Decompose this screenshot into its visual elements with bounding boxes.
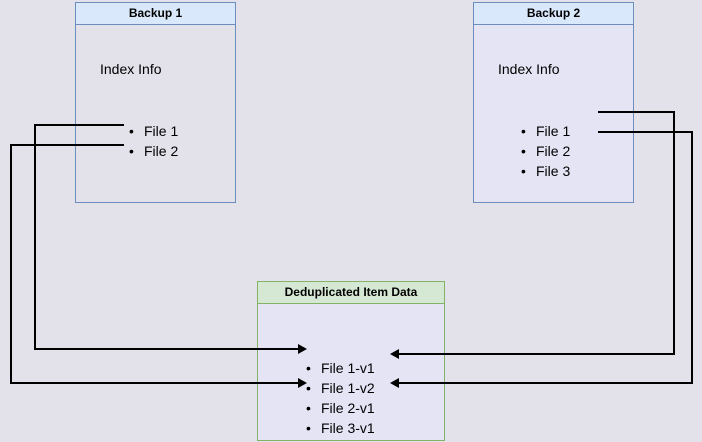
connector-b1f2-arrowhead (298, 378, 307, 388)
connector-b1f1-arrowhead (298, 344, 307, 354)
list-item: File 1 (521, 121, 570, 141)
backup-1-file-list: File 1 File 2 (129, 121, 178, 161)
dedup-file-list: File 1-v1 File 1-v2 File 2-v1 File 3-v1 (306, 358, 375, 438)
list-item: File 3 (521, 161, 570, 181)
connector-b2f2-segment-bottom (399, 382, 693, 384)
connector-b1f2-segment-top (10, 144, 124, 146)
backup-1-body: Index Info File 1 File 2 (76, 25, 235, 202)
connector-b2f2-arrowhead (390, 378, 399, 388)
backup-1-box[interactable]: Backup 1 Index Info File 1 File 2 (75, 2, 236, 203)
list-item: File 1 (129, 121, 178, 141)
deduplicated-item-data-body: File 1-v1 File 1-v2 File 2-v1 File 3-v1 (258, 304, 444, 440)
list-item: File 2 (129, 141, 178, 161)
list-item: File 3-v1 (306, 418, 375, 438)
list-item: File 2 (521, 141, 570, 161)
backup-2-box[interactable]: Backup 2 Index Info File 1 File 2 File 3 (473, 2, 634, 203)
list-item: File 1-v1 (306, 358, 375, 378)
connector-b1f1-segment-bottom (34, 348, 299, 350)
connector-b1f2-segment-bottom (10, 382, 299, 384)
deduplicated-item-data-box[interactable]: Deduplicated Item Data File 1-v1 File 1-… (257, 281, 445, 441)
connector-b2f1-arrowhead (390, 349, 399, 359)
deduplicated-item-data-title: Deduplicated Item Data (258, 282, 444, 304)
backup-1-index-info-label: Index Info (100, 61, 162, 77)
connector-b2f2-segment-vertical (691, 131, 693, 384)
backup-2-title: Backup 2 (474, 3, 633, 25)
connector-b2f1-segment-top (598, 111, 675, 113)
list-item: File 2-v1 (306, 398, 375, 418)
connector-b1f1-segment-vertical (34, 124, 36, 349)
backup-2-body: Index Info File 1 File 2 File 3 (474, 25, 633, 202)
connector-b2f1-segment-vertical (673, 111, 675, 355)
backup-2-index-info-label: Index Info (498, 61, 560, 77)
connector-b2f2-segment-top (598, 131, 693, 133)
connector-b2f1-segment-bottom (399, 353, 675, 355)
connector-b1f2-segment-vertical (10, 144, 12, 383)
backup-1-title: Backup 1 (76, 3, 235, 25)
list-item: File 1-v2 (306, 378, 375, 398)
connector-b1f1-segment-top (34, 124, 124, 126)
backup-2-file-list: File 1 File 2 File 3 (521, 121, 570, 181)
